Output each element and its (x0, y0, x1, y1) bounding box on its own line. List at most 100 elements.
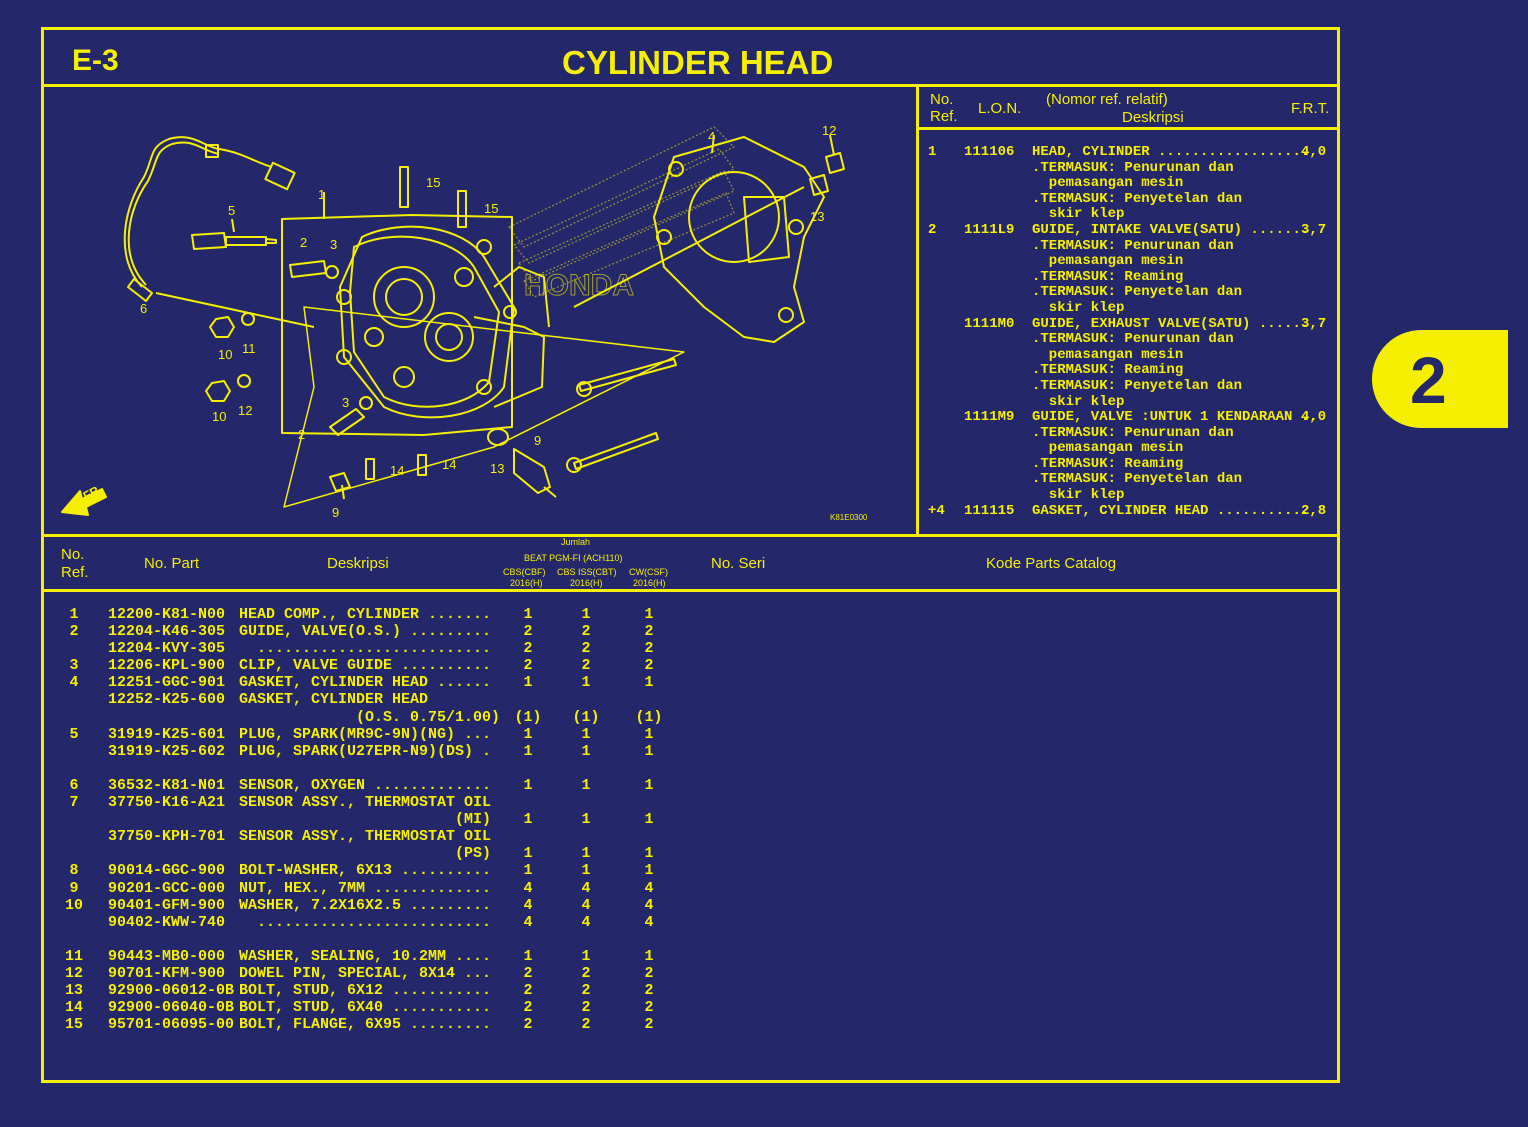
qty-cbs-cbf: 2 (523, 964, 533, 982)
frt-desc: GUIDE, EXHAUST VALVE(SATU) ...... (1032, 315, 1310, 332)
part-number: 12251-GGC-901 (108, 674, 226, 692)
qty-cbs-cbf: 4 (523, 879, 533, 897)
part-description: HEAD COMP., CYLINDER ....... (239, 606, 492, 623)
qty-cw: 1 (644, 606, 654, 623)
frt-desc: .TERMASUK: Penyetelan dan (1032, 377, 1243, 394)
frt-ref: 2 (928, 221, 937, 238)
qty-cbs-iss: 1 (581, 674, 591, 692)
part-ref: 6 (69, 776, 79, 794)
callout: 11 (242, 341, 256, 356)
qty-cbs-cbf: 1 (523, 947, 533, 965)
qty-cw: 2 (644, 982, 654, 1000)
part-number: 92900-06040-0B (108, 999, 235, 1017)
frt-row: skir klep (928, 300, 1333, 317)
sealing-washer (487, 428, 509, 446)
frt-row: .TERMASUK: Penyetelan dan (928, 285, 1333, 301)
part-description: BOLT-WASHER, 6X13 .......... (239, 862, 492, 880)
frt-row: skir klep (928, 394, 1333, 411)
frt-desc: .TERMASUK: Penurunan dan (1032, 159, 1234, 176)
callout: 3 (330, 237, 337, 252)
part-description: DOWEL PIN, SPECIAL, 8X14 ... (239, 964, 492, 982)
callout: 6 (140, 301, 147, 316)
part-description: CLIP, VALVE GUIDE .......... (239, 657, 492, 675)
frt-lon: 111106 (964, 144, 1015, 160)
frt-header-frt: F.R.T. (1291, 100, 1330, 117)
valve-guide-upper (289, 260, 327, 278)
qty-cbs-cbf: 2 (523, 1016, 533, 1034)
qty-cw: 1 (644, 776, 654, 794)
callout: 15 (484, 201, 498, 216)
part-description: WASHER, 7.2X16X2.5 ......... (239, 896, 492, 914)
qty-cw: 4 (644, 879, 654, 897)
qty-cbs-iss: 1 (581, 725, 591, 743)
page-tab[interactable]: 2 (1372, 330, 1508, 428)
part-ref: 4 (69, 674, 79, 692)
frt-header-desc-top: (Nomor ref. relatif) (1046, 91, 1168, 108)
qty-cw: 1 (644, 674, 654, 692)
frt-row: .TERMASUK: Penyetelan dan (928, 191, 1333, 208)
part-description: GASKET, CYLINDER HEAD ...... (239, 674, 492, 692)
frt-row: .TERMASUK: Penurunan dan (928, 332, 1333, 348)
frt-lon: 1111M0 (964, 315, 1015, 332)
qty-cbs-iss: 1 (581, 606, 591, 623)
qty-cw: 2 (644, 964, 654, 982)
qty-cbs-iss: 4 (581, 896, 591, 914)
part-number: 37750-KPH-701 (108, 828, 226, 846)
callout: 10 (212, 409, 226, 424)
part-number: 90402-KWW-740 (108, 913, 226, 931)
callout: 15 (426, 175, 440, 190)
part-number: 90014-GGC-900 (108, 862, 226, 880)
qty-cbs-cbf: 1 (523, 776, 533, 794)
part-number: 95701-06095-00 (108, 1016, 235, 1034)
front-arrow-icon (61, 488, 107, 516)
frt-header-divider (918, 127, 1340, 130)
qty-cbs-iss: 1 (581, 845, 591, 863)
part-ref: 3 (69, 657, 79, 675)
honda-watermark-text: HONDA (524, 269, 634, 302)
thermostat-oil-sensor (513, 448, 557, 498)
diagram-divider (916, 84, 919, 536)
part-description: SENSOR ASSY., THERMOSTAT OIL (239, 794, 492, 812)
callout: 2 (298, 427, 305, 442)
cylinder-head-block (281, 214, 513, 436)
part-number: 37750-K16-A21 (108, 794, 226, 812)
frt-desc: GUIDE, INTAKE VALVE(SATU) ....... (1032, 221, 1310, 238)
frt-row: pemasangan mesin (928, 441, 1333, 457)
callout: 14 (442, 457, 456, 472)
part-ref: 7 (69, 794, 79, 812)
frt-desc: .TERMASUK: Penurunan dan (1032, 237, 1234, 254)
frt-value: 2,8 (1301, 502, 1327, 519)
frt-desc: pemasangan mesin (1032, 253, 1184, 270)
qty-cbs-cbf: 1 (523, 742, 533, 760)
part-number: 90401-GFM-900 (108, 896, 226, 914)
frt-header-lon: L.O.N. (978, 100, 1022, 117)
part-number: 90701-KFM-900 (108, 964, 226, 982)
qty-cw: 1 (644, 811, 654, 829)
callout: 12 (822, 123, 836, 138)
qty-cbs-iss: 2 (581, 982, 591, 1000)
frt-row: .TERMASUK: Penyetelan dan (928, 472, 1333, 488)
frt-desc: .TERMASUK: Reaming (1032, 455, 1184, 472)
part-description: (MI) (239, 811, 492, 829)
part-number: 12252-K25-600 (108, 691, 226, 709)
part-description: (O.S. 0.75/1.00) (239, 708, 501, 726)
part-number: 36532-K81-N01 (108, 776, 226, 794)
qty-cbs-cbf: 2 (523, 640, 533, 658)
qty-cbs-cbf: 4 (523, 913, 533, 931)
qty-cbs-cbf: 2 (523, 657, 533, 675)
part-number: 90201-GCC-000 (108, 879, 226, 897)
part-description: SENSOR, OXYGEN ............. (239, 776, 492, 794)
parts-header-part: No. Part (144, 555, 200, 572)
part-ref: 1 (69, 606, 79, 623)
frt-header-no-ref: No. Ref. (930, 91, 958, 125)
frt-lon: 111115 (964, 502, 1015, 519)
qty-cbs-cbf: 2 (523, 623, 533, 641)
